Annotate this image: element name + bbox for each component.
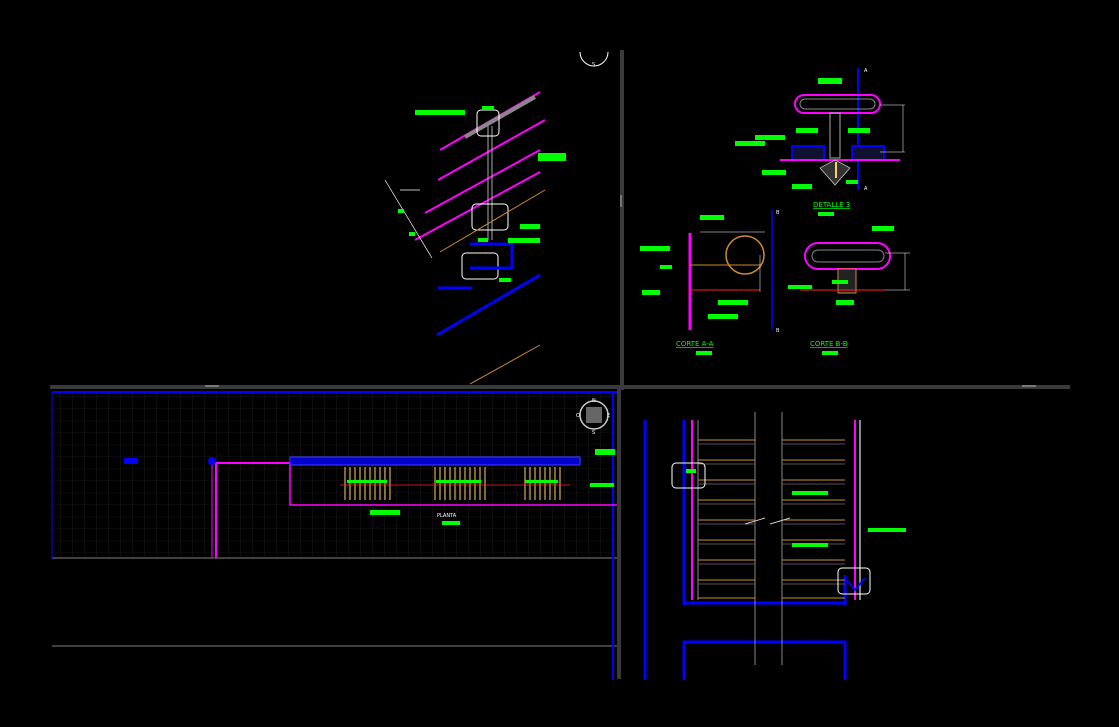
compass-partial-icon: S bbox=[579, 51, 609, 68]
compass-north-label: N bbox=[592, 398, 596, 404]
section-b-b-title: CORTE B-B bbox=[810, 340, 848, 348]
section-marker-a-top: A bbox=[864, 68, 868, 74]
compass-east-label: E bbox=[607, 413, 610, 419]
stair-treads bbox=[698, 439, 845, 599]
detail-3: A A DETALLE 3 bbox=[735, 68, 905, 216]
compass-icon: N S E O bbox=[576, 398, 610, 436]
leader-labels bbox=[398, 106, 566, 282]
compass-west-label: O bbox=[576, 413, 580, 419]
section-marker-a-bottom: A bbox=[864, 186, 868, 192]
compass-south-label-plan: S bbox=[592, 430, 595, 436]
section-a-a-title: CORTE A-A bbox=[676, 340, 714, 348]
section-marker-b-top: B bbox=[776, 210, 780, 216]
compass-south-label: S bbox=[592, 62, 595, 68]
viewport-stair-plan[interactable] bbox=[643, 412, 906, 680]
plan-title: PLANTA bbox=[437, 513, 457, 519]
viewport-dividers bbox=[50, 50, 1070, 679]
section-a-a: B B CORTE A-A bbox=[640, 210, 780, 355]
viewport-plan[interactable]: PLANTA N S E O bbox=[51, 391, 617, 680]
section-b-b: CORTE B-B bbox=[788, 226, 910, 355]
viewport-isometric-railing[interactable]: S bbox=[384, 51, 609, 385]
floor-grid bbox=[52, 392, 617, 558]
railing-posts bbox=[344, 467, 561, 500]
detail-3-title: DETALLE 3 bbox=[813, 201, 850, 209]
viewport-details[interactable]: A A DETALLE 3 bbox=[640, 68, 910, 355]
section-marker-b-bottom: B bbox=[776, 328, 780, 334]
